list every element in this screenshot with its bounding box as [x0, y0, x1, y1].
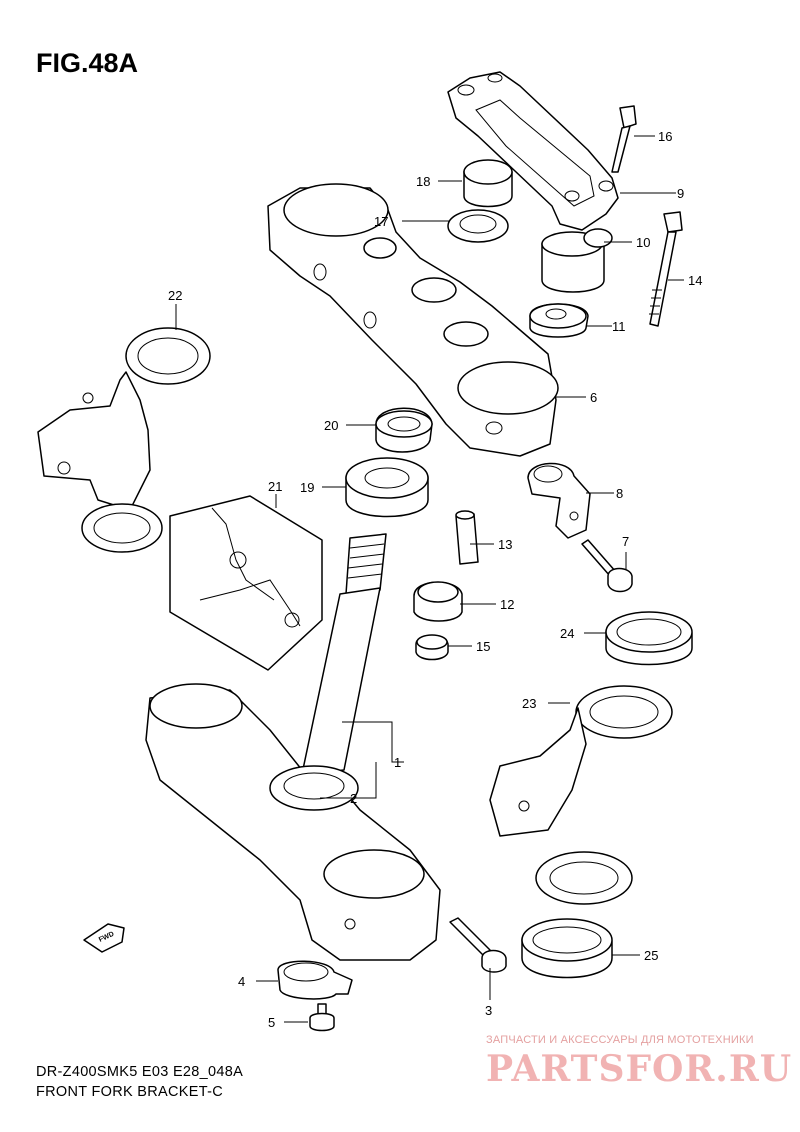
wiring-box-21-part	[169, 495, 323, 671]
callout-24: 24	[560, 626, 574, 641]
callout-25: 25	[644, 948, 658, 963]
clamp-4-part	[277, 960, 353, 1000]
bolt-14-part	[649, 211, 683, 327]
pipe-13-part	[455, 510, 479, 565]
bearing-19-part	[345, 457, 429, 518]
callout-17: 17	[374, 214, 388, 229]
upper-bracket-part	[267, 183, 559, 457]
callout-22: 22	[168, 288, 182, 303]
model-code-caption: DR-Z400SMK5 E03 E28_048A	[36, 1064, 244, 1080]
callout-2: 2	[350, 791, 357, 806]
callout-6: 6	[590, 390, 597, 405]
damper-10-part	[541, 228, 613, 293]
callout-21: 21	[268, 479, 282, 494]
nut-15-part	[415, 634, 449, 661]
callout-8: 8	[616, 486, 623, 501]
bolt-3-part	[449, 917, 507, 973]
callout-11: 11	[612, 319, 626, 334]
watermark-logo: PARTSFOR.RU	[486, 1048, 793, 1090]
callout-labels: 1 2 3 4 5 6 7 8 9 10 11 12 13 14 15 16 1…	[168, 129, 702, 1030]
handlebar-clamp-part	[447, 71, 619, 231]
cap-18-part	[463, 159, 513, 208]
callout-14: 14	[688, 273, 702, 288]
callout-9: 9	[677, 186, 684, 201]
callout-10: 10	[636, 235, 650, 250]
callout-7: 7	[622, 534, 629, 549]
callout-16: 16	[658, 129, 672, 144]
watermark-tagline: ЗАПЧАСТИ И АКСЕССУАРЫ ДЛЯ МОТОТЕХНИКИ	[486, 1034, 754, 1046]
callout-20: 20	[324, 418, 338, 433]
cushion-12-part	[413, 581, 463, 622]
washer-17-part	[447, 209, 509, 243]
callout-3: 3	[485, 1003, 492, 1018]
callout-18: 18	[416, 174, 430, 189]
number-plate-bracket-22-part	[37, 327, 211, 553]
lower-bracket-part	[145, 683, 441, 961]
figure-title: FIG.48A	[36, 48, 139, 78]
callout-5: 5	[268, 1015, 275, 1030]
callout-12: 12	[500, 597, 514, 612]
callout-15: 15	[476, 639, 490, 654]
grommet-11-part	[529, 303, 589, 338]
callout-23: 23	[522, 696, 536, 711]
callout-1: 1	[394, 755, 401, 770]
screw-5-part	[309, 1003, 335, 1032]
callout-4: 4	[238, 974, 245, 989]
dust-seal-24-part	[605, 611, 693, 666]
bolt-16-part	[611, 105, 637, 173]
headlight-bracket-23-part	[489, 685, 673, 905]
callout-13: 13	[498, 537, 512, 552]
steering-stem-1-part	[301, 533, 387, 775]
nut-20-part	[375, 407, 433, 453]
callout-19: 19	[300, 480, 314, 495]
figure-name-caption: FRONT FORK BRACKET-C	[36, 1084, 223, 1100]
forward-direction-icon: FWD	[83, 923, 125, 953]
leader-lines	[175, 135, 684, 1023]
bolt-7-part	[581, 539, 633, 593]
dust-seal-25-part	[521, 918, 613, 979]
bracket-8-part	[527, 462, 591, 539]
